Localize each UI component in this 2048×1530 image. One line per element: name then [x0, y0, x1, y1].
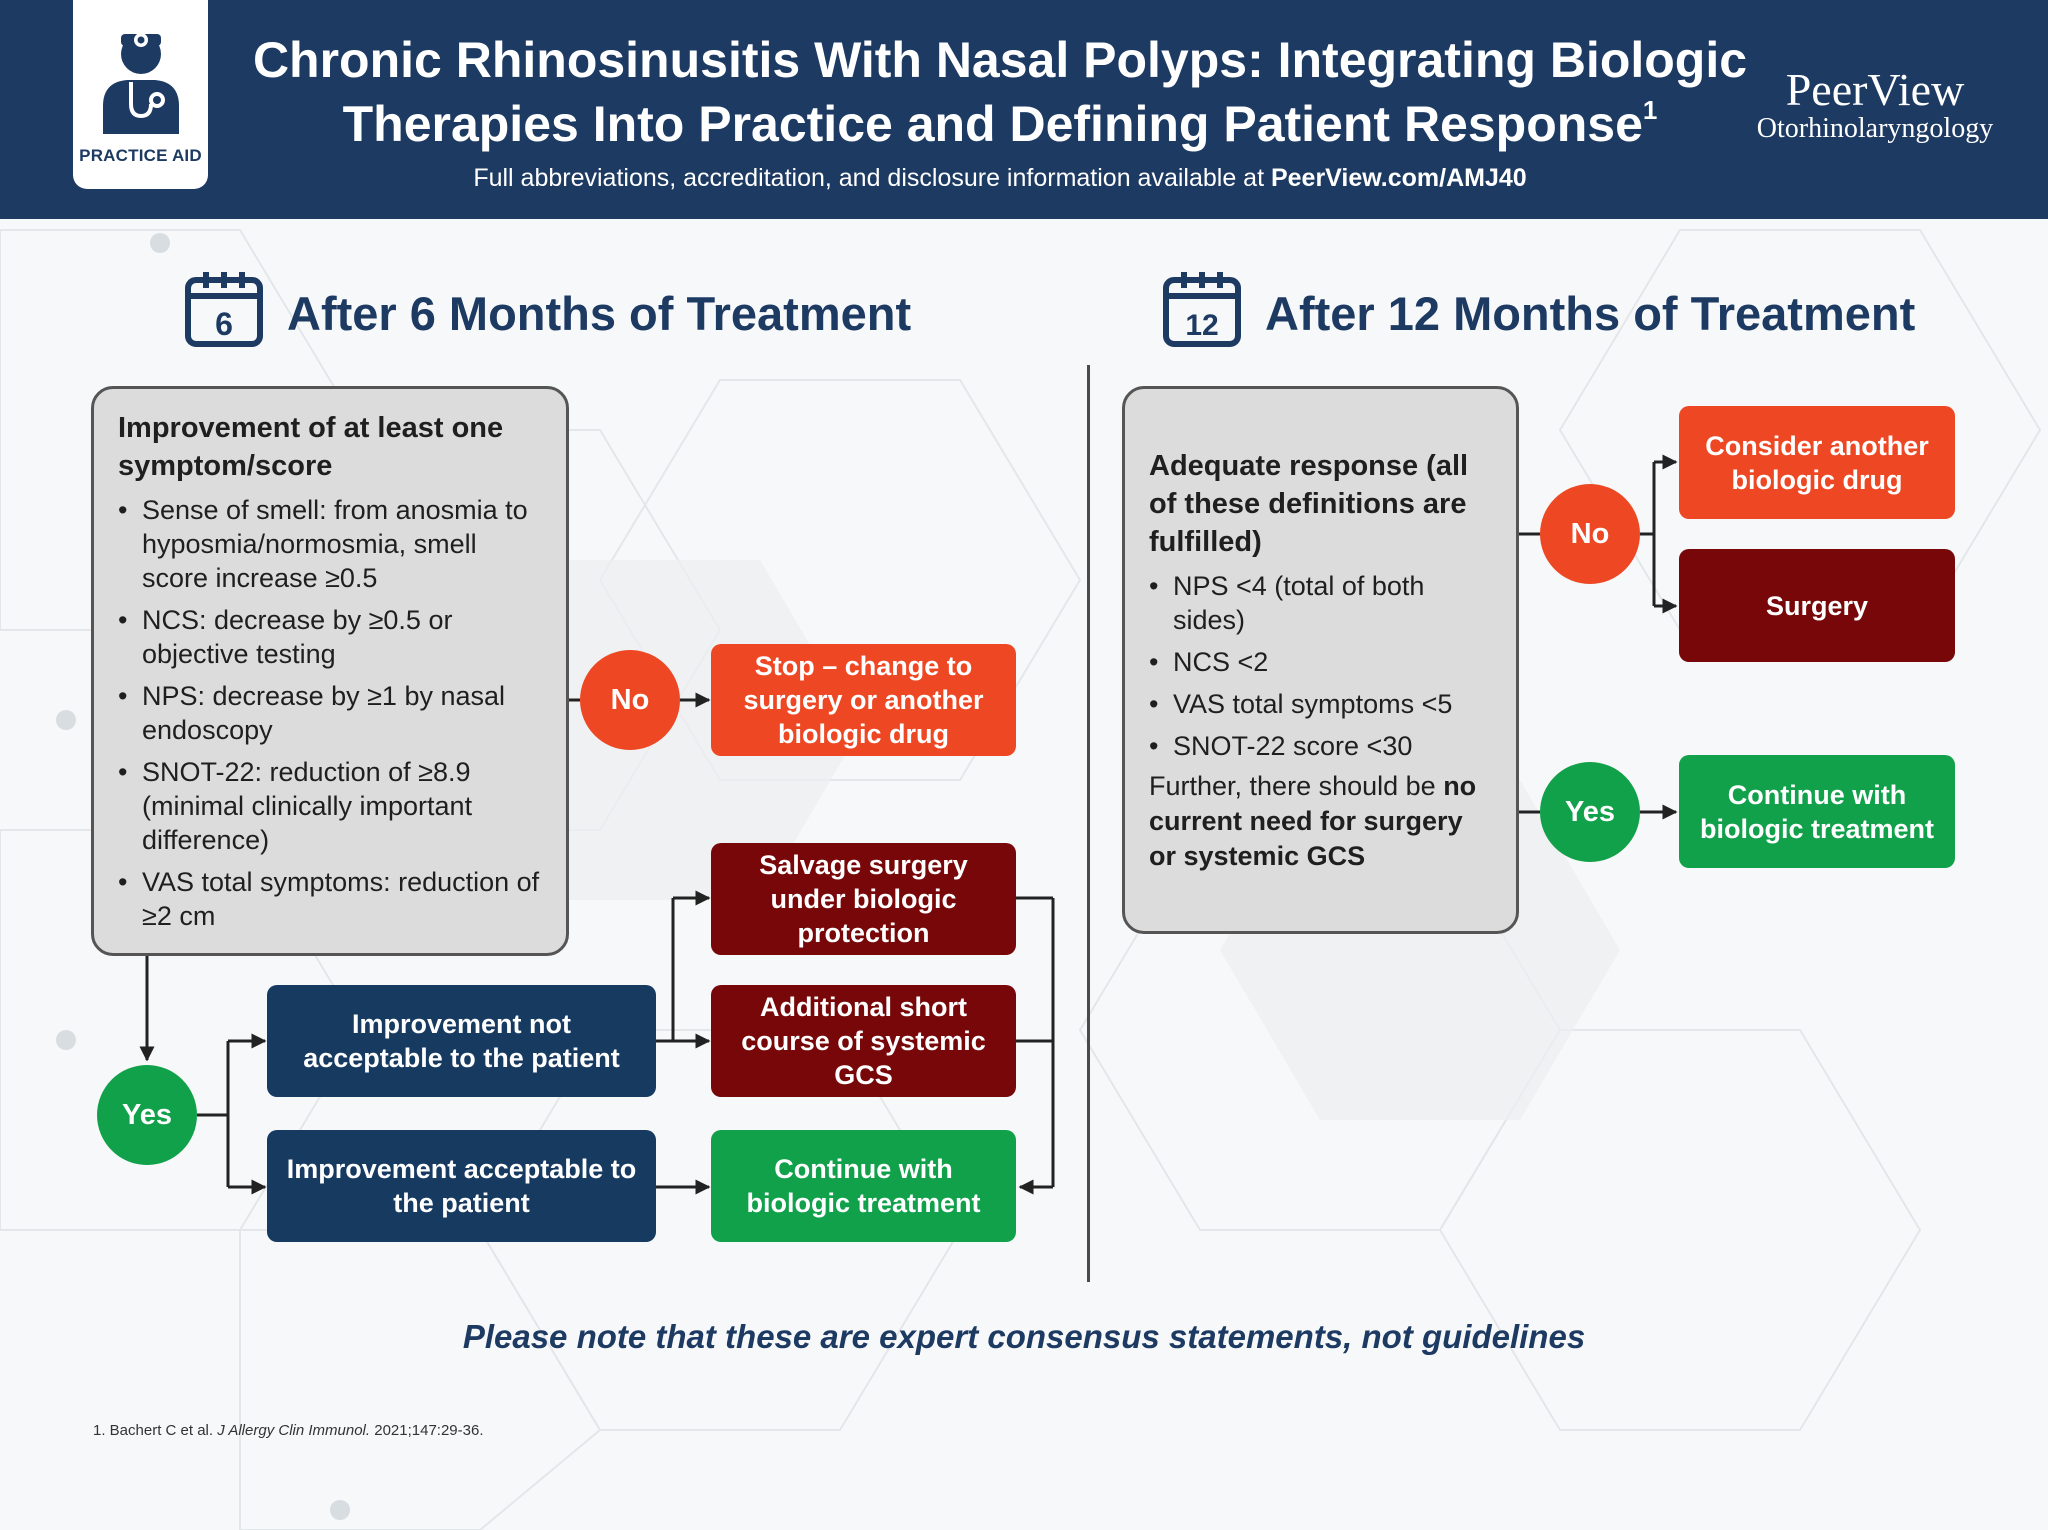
ref-suffix: 2021;147:29-36. — [370, 1422, 484, 1439]
criteria-box-6-months: Improvement of at least one symptom/scor… — [91, 386, 569, 956]
criteria-list: NPS <4 (total of both sides) NCS <2 VAS … — [1149, 569, 1496, 763]
criteria-box-12-months: Adequate response (all of these definiti… — [1122, 386, 1519, 934]
systemic-gcs-box: Additional short course of systemic GCS — [711, 985, 1016, 1097]
surgery-box: Surgery — [1679, 549, 1955, 662]
criteria-item: VAS total symptoms <5 — [1149, 687, 1496, 721]
further-note-bold: no current need for surgery or systemic … — [1149, 771, 1477, 871]
consensus-note: Please note that these are expert consen… — [462, 1318, 1586, 1355]
criteria-item: NCS: decrease by ≥0.5 or objective testi… — [118, 603, 546, 671]
improvement-not-acceptable-box: Improvement not acceptable to the patien… — [267, 985, 656, 1097]
calendar-number-6: 6 — [215, 306, 233, 342]
header-banner: PRACTICE AID Chronic Rhinosinusitis With… — [0, 0, 2048, 219]
criteria-item: SNOT-22 score <30 — [1149, 729, 1496, 763]
ref-journal: J Allergy Clin Immunol. — [217, 1422, 371, 1439]
doctor-icon — [103, 33, 179, 134]
brand-specialty: Otorhinolaryngology — [1756, 113, 1994, 144]
column-divider — [1087, 365, 1090, 1282]
criteria-item: Sense of smell: from anosmia to hyposmia… — [118, 493, 546, 595]
criteria-heading: Adequate response (all of these definiti… — [1149, 450, 1469, 558]
title-line-1: Chronic Rhinosinusitis With Nasal Polyps… — [252, 32, 1748, 88]
title-line-2-text: Therapies Into Practice and Defining Pat… — [342, 96, 1643, 152]
ref-prefix: 1. Bachert C et al. — [93, 1422, 218, 1439]
continue-biologic-box-12-months: Continue with biologic treatment — [1679, 755, 1955, 868]
badge-label: PRACTICE AID — [79, 146, 202, 165]
criteria-list: Sense of smell: from anosmia to hyposmia… — [118, 493, 546, 933]
criteria-item: NPS <4 (total of both sides) — [1149, 569, 1496, 637]
another-biologic-box: Consider another biologic drug — [1679, 406, 1955, 519]
no-circle-12-months: No — [1540, 484, 1640, 584]
criteria-item: NPS: decrease by ≥1 by nasal endoscopy — [118, 679, 546, 747]
criteria-further-note: Further, there should be no current need… — [1149, 769, 1496, 874]
title-line-2: Therapies Into Practice and Defining Pat… — [250, 92, 1750, 156]
calendar-number-12: 12 — [1185, 309, 1218, 342]
yes-circle-6-months: Yes — [97, 1065, 197, 1165]
stop-change-box: Stop – change to surgery or another biol… — [711, 644, 1016, 756]
no-circle-6-months: No — [580, 650, 680, 750]
further-note-text: Further, there should be — [1149, 771, 1444, 801]
calendar-icon-12: 12 — [1163, 272, 1241, 347]
subtitle-prefix: Full abbreviations, accreditation, and d… — [473, 164, 1271, 192]
subtitle: Full abbreviations, accreditation, and d… — [250, 164, 1750, 193]
criteria-item: VAS total symptoms: reduction of ≥2 cm — [118, 865, 546, 933]
criteria-item: NCS <2 — [1149, 645, 1496, 679]
subtitle-link[interactable]: PeerView.com/AMJ40 — [1270, 164, 1527, 192]
title-footnote-marker: 1 — [1642, 95, 1658, 125]
brand-name: PeerView — [1785, 64, 1965, 115]
continue-biologic-box-6-months: Continue with biologic treatment — [711, 1130, 1016, 1242]
section-title-12-months: After 12 Months of Treatment — [1265, 287, 1916, 340]
reference: 1. Bachert C et al. J Allergy Clin Immun… — [93, 1422, 484, 1439]
criteria-heading: Improvement of at least one symptom/scor… — [118, 412, 504, 482]
calendar-icon-6: 6 — [185, 272, 263, 347]
improvement-acceptable-box: Improvement acceptable to the patient — [267, 1130, 656, 1242]
practice-aid-badge: PRACTICE AID — [73, 0, 208, 189]
brand-logo: PeerView Otorhinolaryngology — [1740, 66, 2010, 144]
section-title-6-months: After 6 Months of Treatment — [287, 287, 912, 340]
yes-circle-12-months: Yes — [1540, 762, 1640, 862]
criteria-item: SNOT-22: reduction of ≥8.9 (minimal clin… — [118, 755, 546, 857]
page-title: Chronic Rhinosinusitis With Nasal Polyps… — [250, 28, 1750, 156]
salvage-surgery-box: Salvage surgery under biologic protectio… — [711, 843, 1016, 955]
